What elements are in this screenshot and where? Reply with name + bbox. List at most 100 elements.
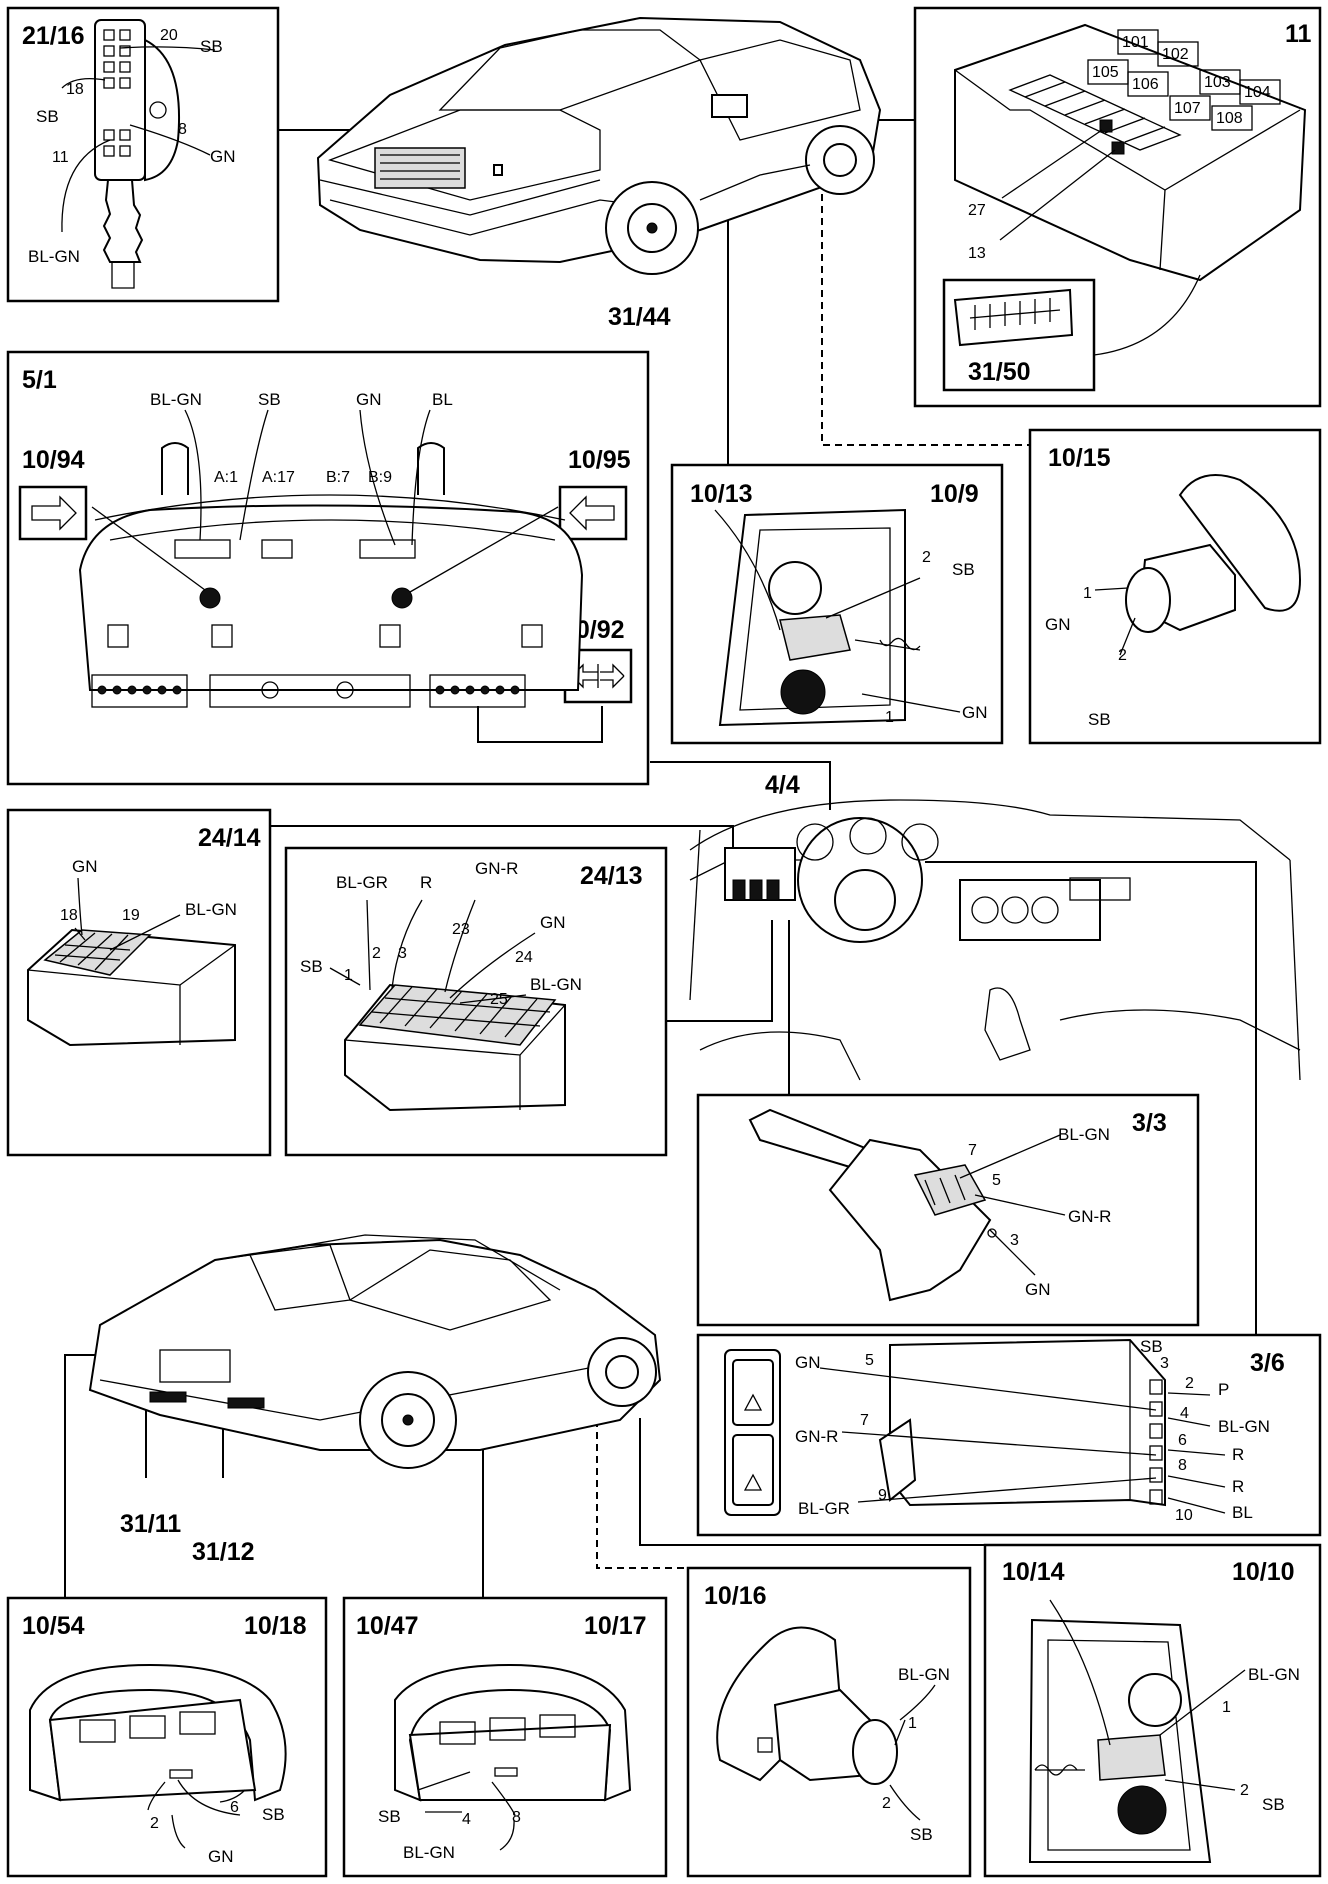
svg-text:5/1: 5/1: [22, 366, 57, 394]
svg-text:4: 4: [462, 1811, 471, 1828]
svg-text:10/54: 10/54: [22, 1612, 85, 1640]
rear-car-illustration: 31/11 31/12: [88, 1234, 662, 1566]
svg-text:2: 2: [882, 1795, 891, 1812]
svg-text:P: P: [1218, 1380, 1229, 1399]
svg-text:10/16: 10/16: [704, 1582, 767, 1610]
svg-text:10/17: 10/17: [584, 1612, 647, 1640]
svg-text:3/3: 3/3: [1132, 1109, 1167, 1137]
svg-text:3/6: 3/6: [1250, 1349, 1285, 1377]
svg-text:B:9: B:9: [368, 469, 392, 486]
svg-text:BL-GN: BL-GN: [530, 975, 582, 994]
svg-text:BL-GN: BL-GN: [1218, 1417, 1270, 1436]
svg-text:BL-GN: BL-GN: [403, 1843, 455, 1862]
svg-text:7: 7: [860, 1412, 869, 1429]
svg-text:SB: SB: [258, 390, 281, 409]
svg-text:3: 3: [1160, 1355, 1169, 1372]
panel-10-14: 10/14 10/10 BL-GN 1 2 SB: [983, 1543, 1322, 1878]
svg-text:105: 105: [1092, 64, 1119, 81]
panel-3-3: 3/3 7 BL-GN 5 GN-R 3 GN: [696, 1093, 1200, 1327]
svg-text:25: 25: [490, 991, 508, 1008]
svg-text:SB: SB: [1088, 710, 1111, 729]
svg-text:3: 3: [398, 945, 407, 962]
svg-text:1: 1: [908, 1715, 917, 1732]
panel-10-54: 10/54 10/18 2 6 GN SB: [6, 1596, 328, 1878]
svg-text:1: 1: [344, 967, 353, 984]
svg-text:10/13: 10/13: [690, 480, 753, 508]
svg-text:10: 10: [1175, 1507, 1193, 1524]
dashboard-illustration: 4/4: [689, 771, 1301, 1081]
svg-text:108: 108: [1216, 110, 1243, 127]
svg-text:SB: SB: [910, 1825, 933, 1844]
svg-text:11: 11: [52, 149, 69, 166]
svg-text:10/14: 10/14: [1002, 1558, 1065, 1586]
svg-text:BL-GN: BL-GN: [898, 1665, 950, 1684]
svg-text:6: 6: [230, 1799, 239, 1816]
svg-text:2: 2: [922, 549, 931, 566]
svg-text:GN-R: GN-R: [795, 1427, 838, 1446]
svg-text:10/18: 10/18: [244, 1612, 307, 1640]
svg-text:GN: GN: [210, 147, 236, 166]
svg-text:1: 1: [1083, 585, 1092, 602]
svg-text:8: 8: [1178, 1457, 1187, 1474]
svg-text:R: R: [1232, 1477, 1244, 1496]
panel-5-1-instrument-cluster: 5/1 10/94 10/95 10/92: [6, 350, 650, 786]
panel-24-14: 24/14 GN 18 19 BL-GN: [6, 808, 272, 1157]
svg-text:8: 8: [178, 121, 187, 138]
svg-text:SB: SB: [300, 957, 323, 976]
svg-text:GN: GN: [540, 913, 566, 932]
svg-text:SB: SB: [1140, 1337, 1163, 1356]
svg-text:1: 1: [1222, 1699, 1231, 1716]
svg-text:BL: BL: [432, 390, 453, 409]
svg-text:19: 19: [122, 907, 140, 924]
svg-text:10/95: 10/95: [568, 446, 631, 474]
svg-text:20: 20: [160, 27, 178, 44]
panel-3-6: 3/6 GN 5 7 GN-R 9 BL-GR SB 3 2 4 6 8: [696, 1333, 1322, 1537]
svg-text:BL: BL: [1232, 1503, 1253, 1522]
svg-text:BL-GN: BL-GN: [28, 247, 80, 266]
svg-text:18: 18: [66, 81, 84, 98]
svg-text:2: 2: [1118, 647, 1127, 664]
svg-text:3: 3: [1010, 1232, 1019, 1249]
svg-text:2: 2: [150, 1815, 159, 1832]
svg-text:BL-GR: BL-GR: [336, 873, 388, 892]
svg-text:SB: SB: [1262, 1795, 1285, 1814]
svg-text:31/50: 31/50: [968, 358, 1031, 386]
svg-text:SB: SB: [378, 1807, 401, 1826]
svg-text:31/44: 31/44: [608, 303, 671, 331]
svg-text:SB: SB: [36, 107, 59, 126]
front-car-illustration: 31/44: [316, 16, 882, 331]
svg-text:R: R: [420, 873, 432, 892]
svg-text:11: 11: [1285, 20, 1312, 48]
svg-text:106: 106: [1132, 76, 1159, 93]
svg-text:BL-GN: BL-GN: [1058, 1125, 1110, 1144]
svg-text:GN-R: GN-R: [1068, 1207, 1111, 1226]
svg-text:BL-GN: BL-GN: [1248, 1665, 1300, 1684]
svg-text:1: 1: [885, 709, 894, 726]
svg-text:9: 9: [878, 1487, 887, 1504]
svg-text:2: 2: [372, 945, 381, 962]
svg-text:GN: GN: [962, 703, 988, 722]
svg-text:BL-GN: BL-GN: [150, 390, 202, 409]
svg-text:2: 2: [1185, 1375, 1194, 1392]
svg-text:B:7: B:7: [326, 469, 350, 486]
svg-text:10/15: 10/15: [1048, 444, 1111, 472]
svg-text:23: 23: [452, 921, 470, 938]
svg-text:27: 27: [968, 202, 986, 219]
svg-text:102: 102: [1162, 46, 1189, 63]
svg-text:GN-R: GN-R: [475, 859, 518, 878]
panel-21-16: 21/16 20 SB 18 SB 8 GN 11 BL-GN: [6, 6, 280, 303]
svg-text:5: 5: [992, 1172, 1001, 1189]
svg-text:10/10: 10/10: [1232, 1558, 1295, 1586]
svg-text:GN: GN: [1045, 615, 1071, 634]
svg-text:SB: SB: [200, 37, 223, 56]
panel-10-15: 10/15 1 GN 2 SB: [1028, 428, 1322, 745]
svg-text:5: 5: [865, 1352, 874, 1369]
svg-text:31/11: 31/11: [120, 1510, 181, 1538]
svg-text:18: 18: [60, 907, 78, 924]
svg-text:A:1: A:1: [214, 469, 238, 486]
panel-24-13: 24/13 BL-GR R GN-R GN SB BL-GN 2 3 23 24…: [284, 846, 668, 1157]
svg-text:104: 104: [1244, 84, 1271, 101]
svg-text:24/14: 24/14: [198, 824, 261, 852]
svg-text:10/94: 10/94: [22, 446, 85, 474]
